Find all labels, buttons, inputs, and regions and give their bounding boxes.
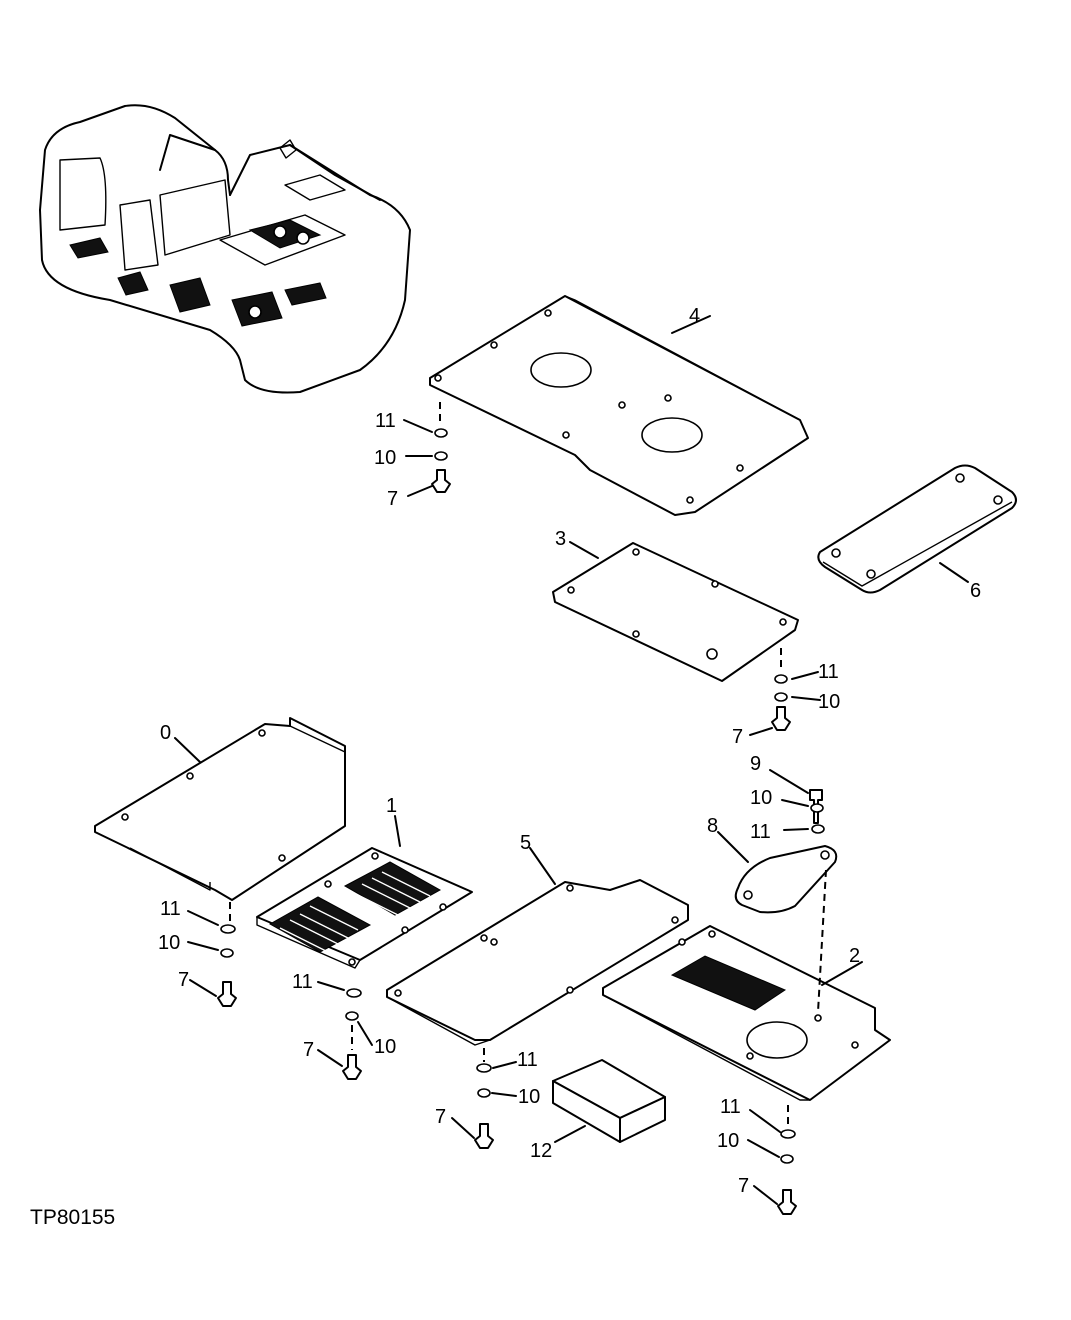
callout-11: 11 bbox=[720, 1096, 741, 1118]
part-1-grate bbox=[256, 815, 473, 969]
callout-10: 10 bbox=[158, 932, 180, 954]
callout-11: 11 bbox=[160, 898, 181, 920]
part-8-bracket bbox=[717, 831, 838, 914]
figure-id: TP80155 bbox=[30, 1206, 115, 1229]
callout-3: 3 bbox=[555, 528, 566, 550]
part-2-plate bbox=[602, 925, 891, 1101]
part-12-block bbox=[552, 1059, 666, 1143]
callout-labels: 4 11 10 7 3 6 11 10 7 0 9 10 1 8 11 5 11… bbox=[30, 305, 981, 1229]
callout-7: 7 bbox=[738, 1175, 749, 1197]
callout-7: 7 bbox=[178, 969, 189, 991]
callout-10: 10 bbox=[374, 447, 396, 469]
callout-11: 11 bbox=[750, 821, 771, 843]
part-6-cover bbox=[817, 464, 1017, 594]
callout-0: 0 bbox=[160, 722, 171, 744]
callout-4: 4 bbox=[689, 305, 700, 327]
part-3-plate bbox=[552, 541, 799, 682]
callout-11: 11 bbox=[375, 410, 396, 432]
callout-6: 6 bbox=[970, 580, 981, 602]
callout-7: 7 bbox=[732, 726, 743, 748]
callout-11: 11 bbox=[517, 1049, 538, 1071]
machine-overview-illustration bbox=[39, 104, 411, 394]
callout-7: 7 bbox=[435, 1106, 446, 1128]
part-0-plate bbox=[94, 717, 346, 901]
callout-11: 11 bbox=[818, 661, 839, 683]
callout-5: 5 bbox=[520, 832, 531, 854]
callout-8: 8 bbox=[707, 815, 718, 837]
callout-10: 10 bbox=[717, 1130, 739, 1152]
callout-7: 7 bbox=[387, 488, 398, 510]
callout-10: 10 bbox=[750, 787, 772, 809]
part-5-plate bbox=[386, 847, 689, 1046]
callout-10: 10 bbox=[518, 1086, 540, 1108]
callout-9: 9 bbox=[750, 753, 761, 775]
callout-1: 1 bbox=[386, 795, 397, 817]
part-4-plate bbox=[429, 295, 809, 516]
callout-2: 2 bbox=[849, 945, 860, 967]
hardware-stacks bbox=[187, 402, 827, 1215]
callout-10: 10 bbox=[818, 691, 840, 713]
callout-10: 10 bbox=[374, 1036, 396, 1058]
callout-12: 12 bbox=[530, 1140, 552, 1162]
callout-11: 11 bbox=[292, 971, 313, 993]
callout-7: 7 bbox=[303, 1039, 314, 1061]
